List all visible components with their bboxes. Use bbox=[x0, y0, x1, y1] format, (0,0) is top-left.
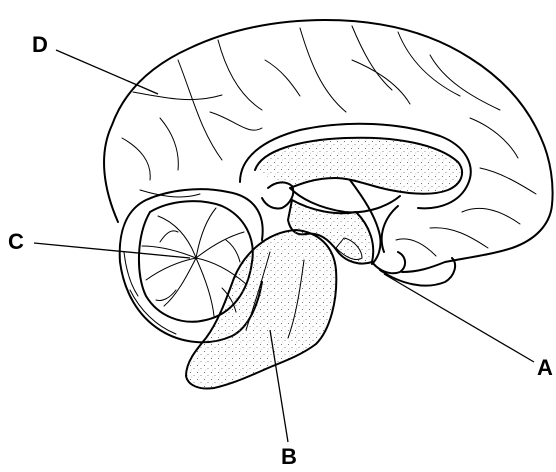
brainstem bbox=[186, 230, 336, 389]
label-c: C bbox=[8, 231, 24, 253]
pituitary bbox=[372, 252, 405, 273]
leader-a bbox=[384, 274, 534, 362]
label-b: B bbox=[281, 446, 297, 468]
leader-c bbox=[34, 243, 190, 258]
label-a: A bbox=[537, 357, 553, 379]
leader-d bbox=[56, 50, 158, 94]
corpus-callosum bbox=[255, 138, 462, 194]
label-d: D bbox=[32, 34, 48, 56]
